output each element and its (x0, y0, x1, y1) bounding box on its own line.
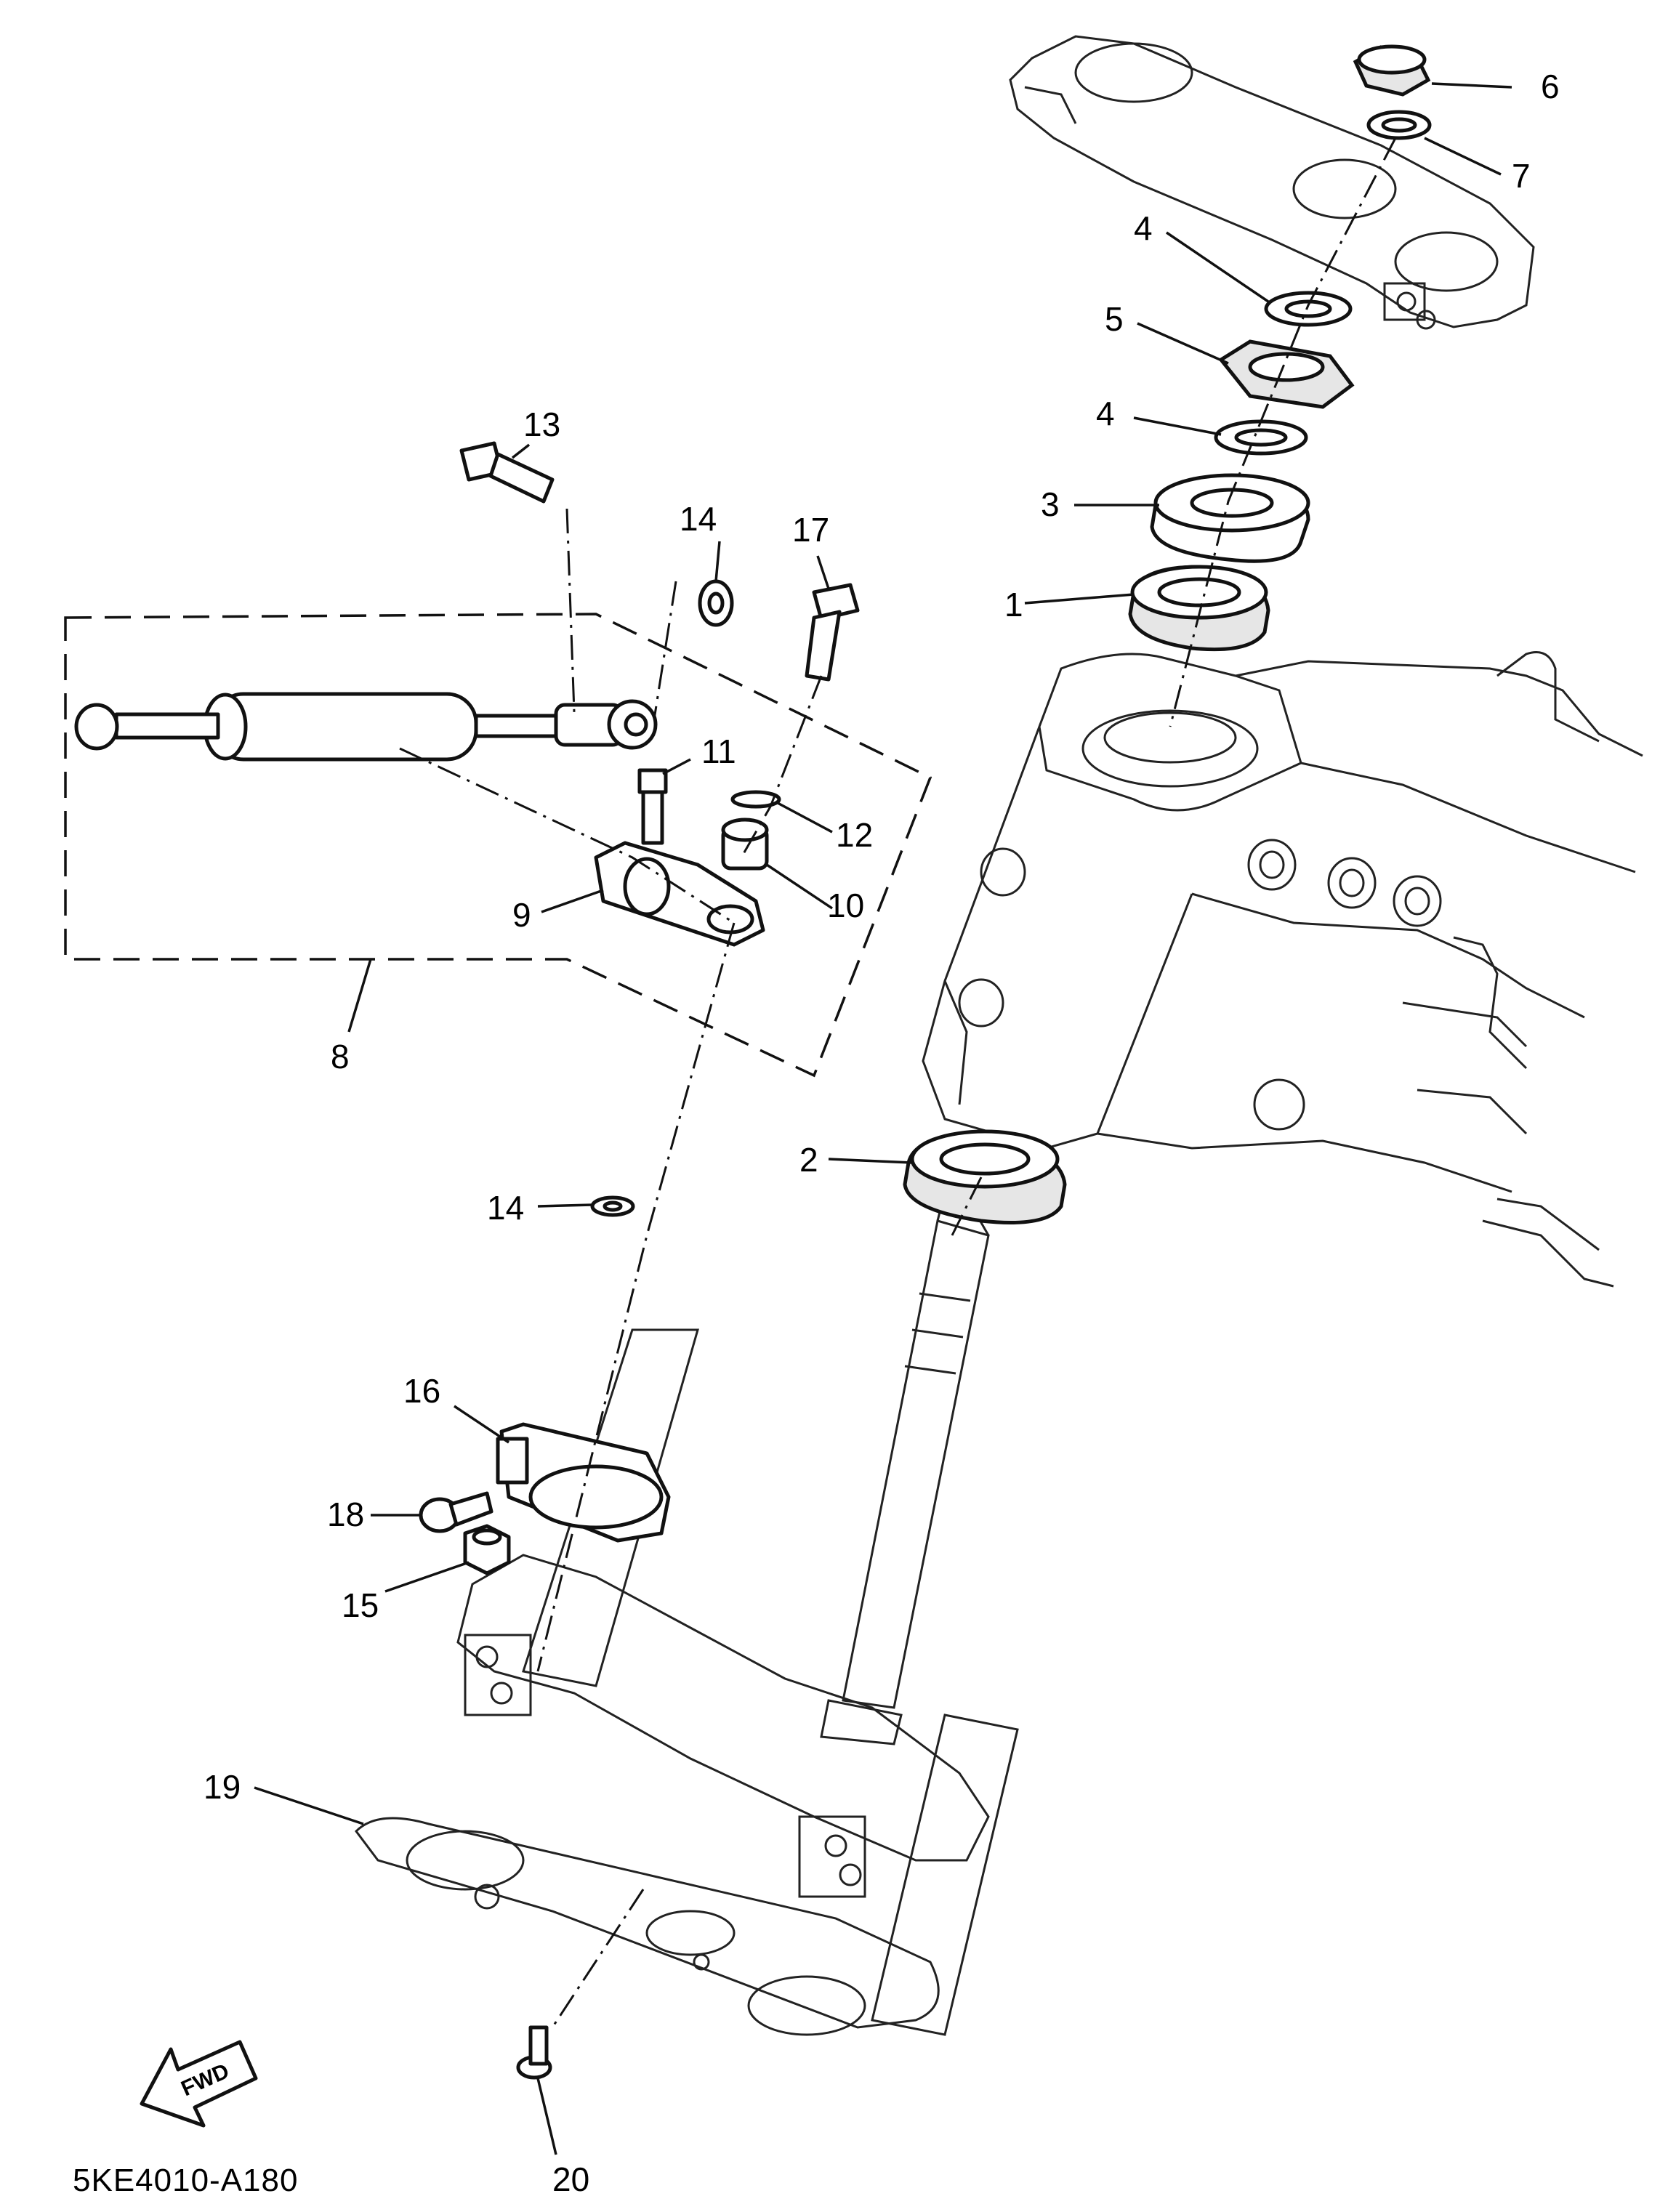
bolt-20 (516, 2025, 552, 2080)
callout-7: 7 (1512, 157, 1531, 195)
fwd-arrow-icon: FWD (140, 2040, 258, 2128)
callout-13: 13 (523, 405, 560, 443)
washer-14-upper (698, 579, 734, 627)
callout-11: 11 (701, 732, 736, 770)
clamp-16 (496, 1422, 671, 1543)
callout-18: 18 (327, 1495, 364, 1533)
frame-head-pipe (922, 651, 1643, 1288)
callout-12: 12 (836, 816, 873, 854)
washer-14-lower (590, 1195, 635, 1217)
leader-lines (254, 82, 1512, 2155)
diagram-code: 5KE4010-A180 (73, 2163, 298, 2198)
callout-17: 17 (792, 511, 829, 549)
under-bracket (355, 1205, 1019, 2036)
bolt-13 (459, 441, 555, 504)
callout-5: 5 (1105, 300, 1124, 338)
callout-8: 8 (331, 1038, 350, 1075)
callout-6: 6 (1541, 68, 1560, 105)
ring-nut-5 (1218, 339, 1355, 409)
callout-2: 2 (799, 1141, 818, 1179)
callout-20: 20 (552, 2160, 589, 2198)
bolt-18 (419, 1491, 493, 1533)
callout-14-upper: 14 (680, 500, 717, 538)
washer-7 (1366, 110, 1432, 140)
callout-4-upper: 4 (1134, 209, 1153, 247)
washer-4-upper (1264, 291, 1353, 327)
collar (721, 818, 769, 871)
callout-1: 1 (1004, 586, 1023, 623)
callout-3: 3 (1041, 485, 1060, 523)
callout-4-lower: 4 (1096, 395, 1115, 432)
nut-15 (463, 1524, 511, 1575)
bearing-2 (903, 1129, 1067, 1224)
callout-10: 10 (827, 887, 864, 924)
circlip (730, 790, 781, 809)
washer-4-lower (1214, 419, 1308, 456)
seal-3 (1150, 473, 1310, 563)
callout-9: 9 (512, 896, 531, 934)
callout-19: 19 (204, 1768, 241, 1806)
bearing-1 (1128, 565, 1270, 652)
upper-bracket (1009, 35, 1535, 330)
damper-group-box (64, 613, 932, 1078)
callout-15: 15 (342, 1586, 379, 1624)
bolt-11 (637, 768, 668, 845)
bolt-17 (805, 583, 860, 682)
steering-damper (74, 692, 658, 762)
ring-nut-6 (1353, 44, 1431, 97)
callout-14-lower: 14 (487, 1189, 524, 1227)
callout-16: 16 (403, 1372, 440, 1410)
frame-boss (958, 839, 1442, 1131)
